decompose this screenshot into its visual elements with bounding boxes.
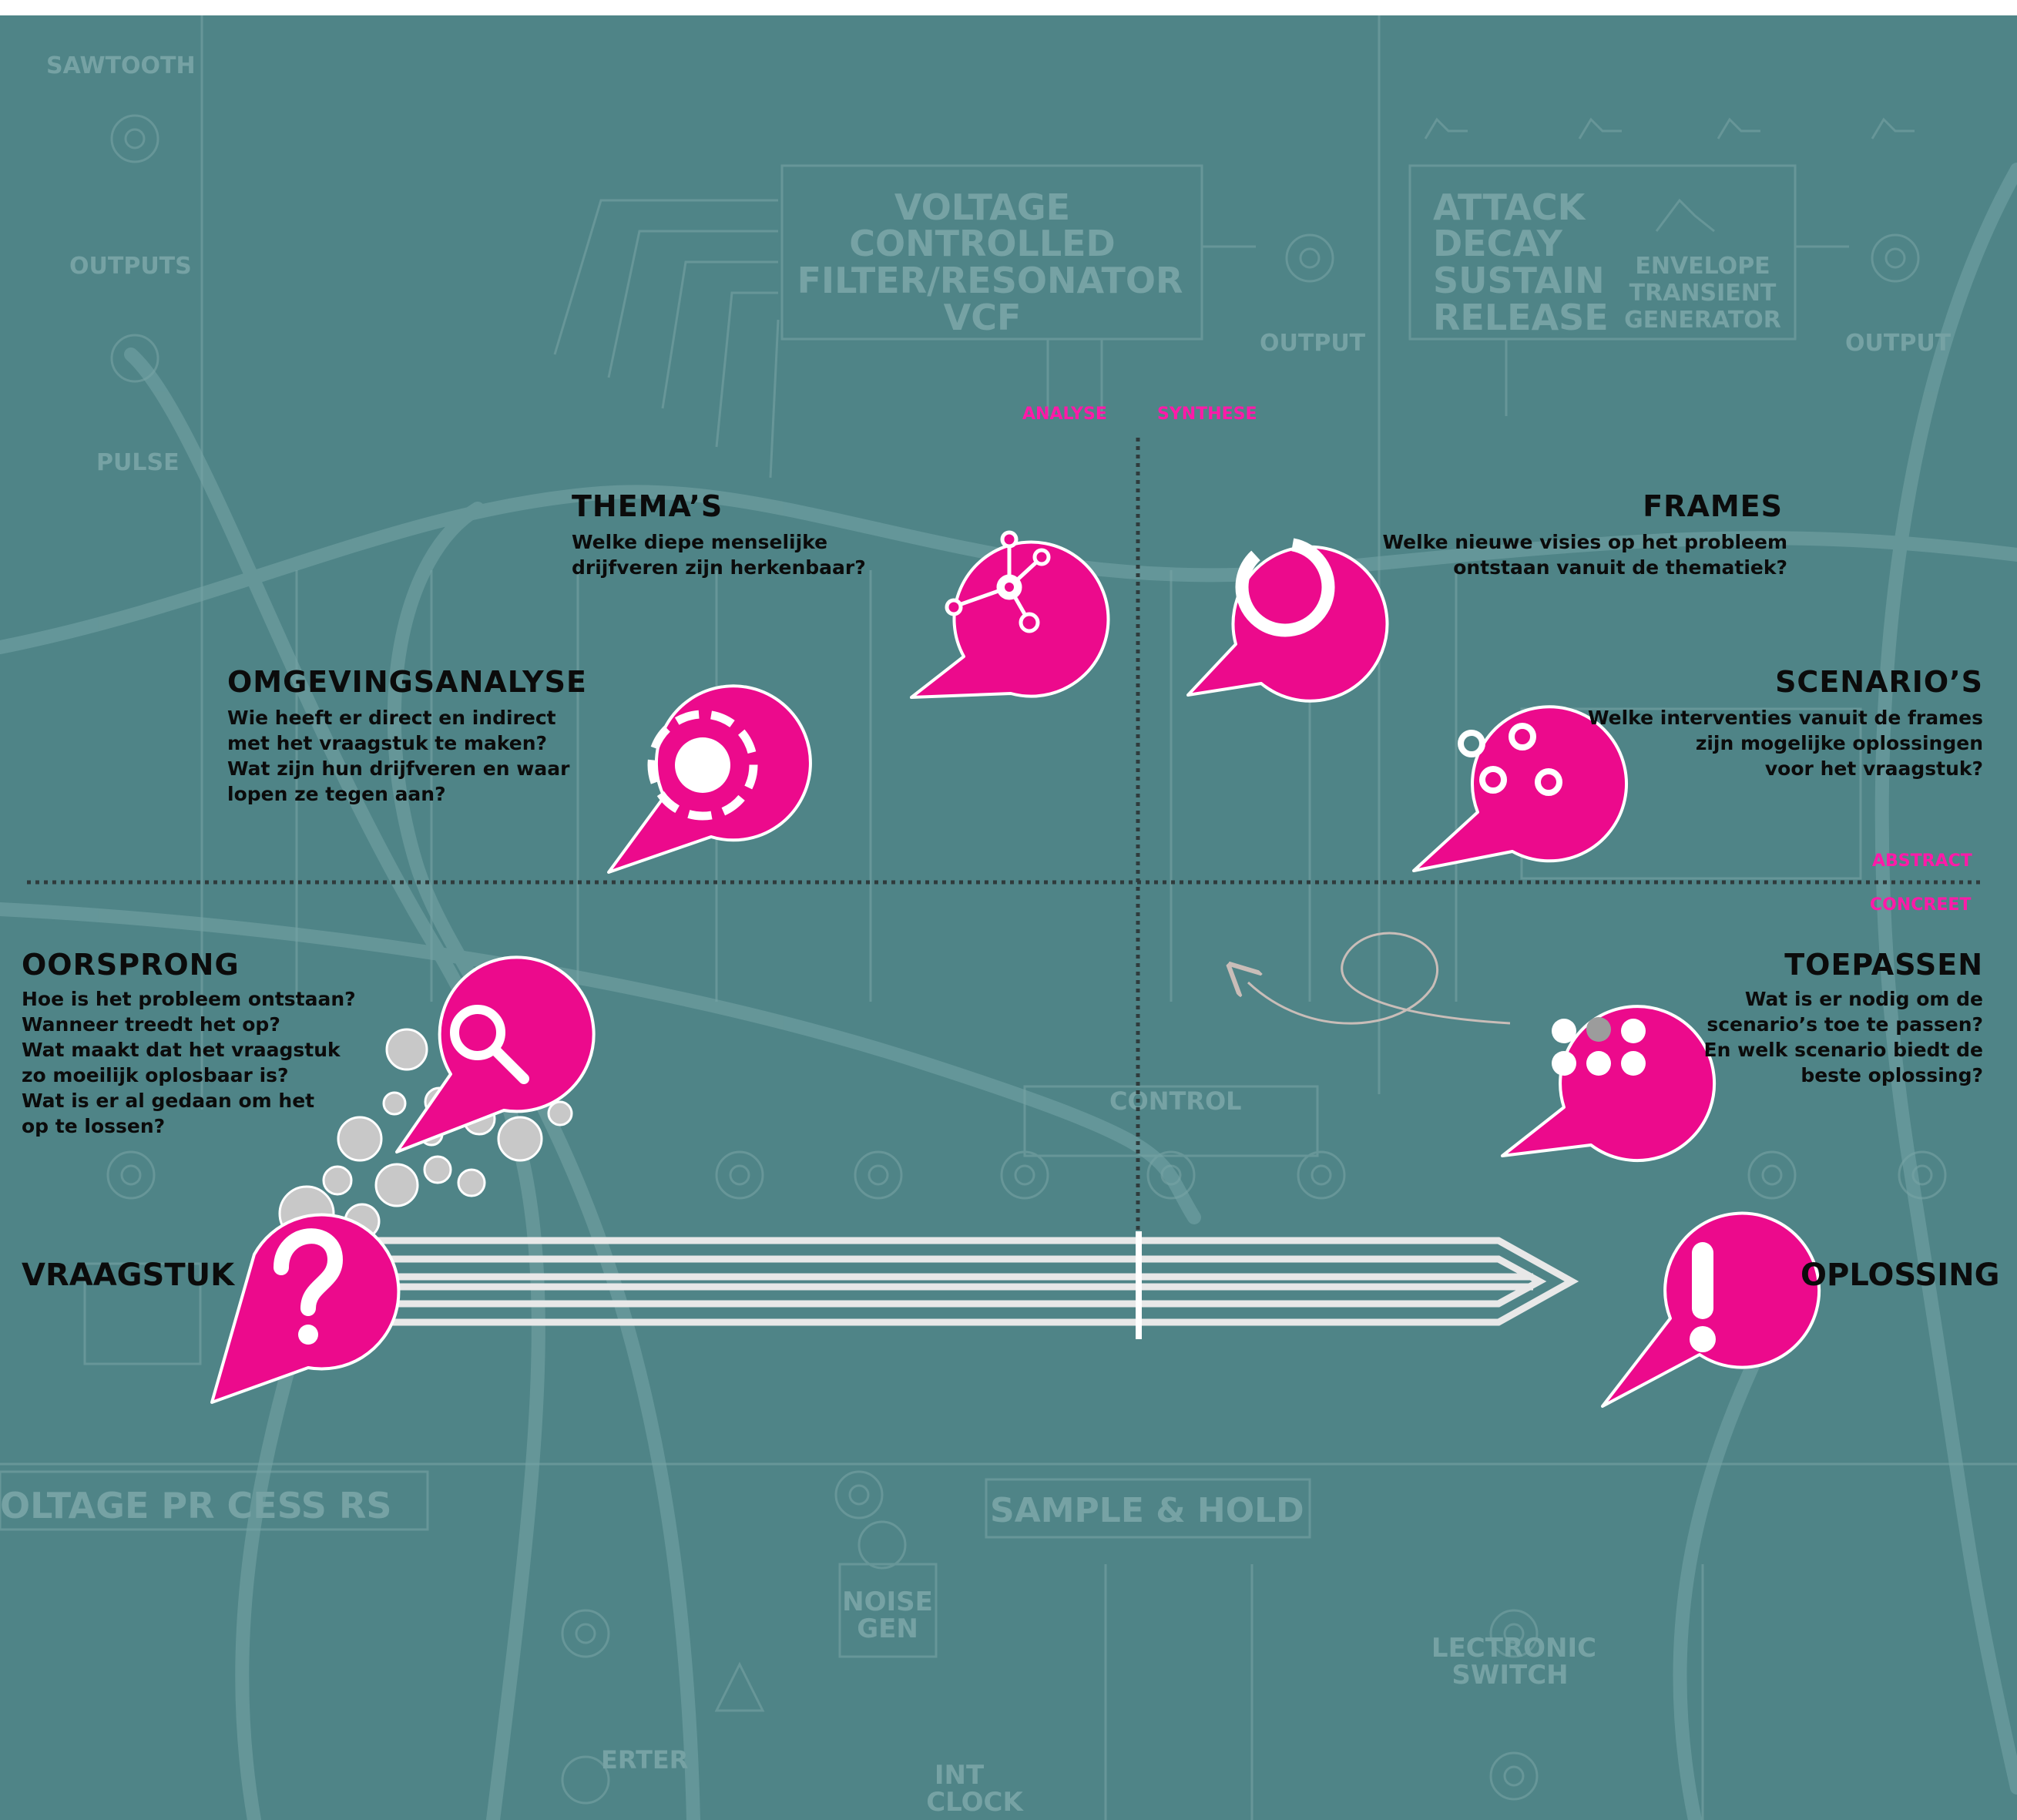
step-title-scenarios: SCENARIO’S bbox=[1775, 665, 1983, 699]
panel-label: PULSE bbox=[96, 449, 180, 476]
panel-label: FILTER/RESONATOR bbox=[797, 260, 1183, 301]
axis-label-abstract: ABSTRACT bbox=[1872, 851, 1972, 871]
step-title-omgevingsanalyse: OMGEVINGSANALYSE bbox=[227, 665, 587, 699]
step-text-frames: Welke nieuwe visies op het probleem onts… bbox=[1382, 531, 1787, 579]
dot-grid-icon bbox=[1552, 1017, 1646, 1076]
panel-label: VOLTAGE bbox=[894, 186, 1070, 228]
panel-label: TRANSIENT bbox=[1629, 280, 1777, 307]
step-text-oorsprong: Hoe is het probleem ontstaan? Wanneer tr… bbox=[22, 988, 356, 1137]
panel-label: CONTROLLED bbox=[849, 223, 1116, 264]
exclamation-icon bbox=[1690, 1242, 1716, 1352]
panel-label: SUSTAIN bbox=[1433, 260, 1605, 301]
panel-label: LECTRONIC bbox=[1431, 1633, 1596, 1664]
feedback-loop-arrow bbox=[1248, 932, 1511, 1025]
panel-label: CONTROL bbox=[1109, 1086, 1242, 1116]
panel-label: SWITCH bbox=[1452, 1660, 1568, 1691]
panel-label: GENERATOR bbox=[1624, 307, 1781, 334]
panel-label: OLTAGE PR CESS RS bbox=[0, 1485, 392, 1526]
panel-label: CLOCK bbox=[926, 1787, 1024, 1818]
question-icon bbox=[274, 1228, 344, 1345]
step-title-frames: FRAMES bbox=[1643, 489, 1783, 523]
process-diagram bbox=[27, 438, 1984, 1408]
panel-label: INT bbox=[935, 1760, 985, 1791]
magnifier-icon bbox=[450, 1005, 529, 1084]
panel-label: VCF bbox=[944, 297, 1022, 338]
step-text-themas: Welke diepe menselijke drijfveren zijn h… bbox=[572, 531, 866, 579]
panel-label: DECAY bbox=[1433, 223, 1563, 264]
synthesizer-panel-background: SAWTOOTH OUTPUTS PULSE OUTPUT OUTPUT CON… bbox=[0, 15, 2017, 1820]
panel-label: RELEASE bbox=[1433, 297, 1609, 338]
panel-label: OUTPUT bbox=[1845, 330, 1952, 357]
speech-bubble bbox=[910, 540, 1110, 699]
panel-label: ERTER bbox=[601, 1745, 688, 1775]
step-title-oplossing: OPLOSSING bbox=[1801, 1258, 2000, 1293]
panel-label: SAWTOOTH bbox=[46, 52, 196, 79]
step-text-toepassen: Wat is er nodig om de scenario’s toe te … bbox=[1703, 988, 1983, 1086]
panel-label: ATTACK bbox=[1433, 186, 1587, 228]
axis-label-analyse: ANALYSE bbox=[1022, 405, 1107, 424]
step-title-oorsprong: OORSPRONG bbox=[22, 948, 240, 982]
process-arrow bbox=[362, 1237, 1579, 1326]
panel-label: OUTPUTS bbox=[69, 253, 192, 280]
panel-label: NOISE bbox=[842, 1587, 933, 1617]
panel-label: OUTPUT bbox=[1260, 330, 1366, 357]
step-title-themas: THEMA’S bbox=[572, 489, 723, 523]
axis-label-synthese: SYNTHESE bbox=[1157, 405, 1257, 424]
step-text-omgevingsanalyse: Wie heeft er direct en indirect met het … bbox=[227, 707, 570, 805]
network-icon bbox=[945, 530, 1051, 633]
panel-label: GEN bbox=[857, 1613, 918, 1644]
four-rings-icon bbox=[1458, 723, 1562, 796]
step-title-vraagstuk: VRAAGSTUK bbox=[22, 1258, 235, 1293]
axis-label-concreet: CONCREET bbox=[1870, 895, 1972, 915]
step-text-scenarios: Welke interventies vanuit de frames zijn… bbox=[1587, 707, 1983, 780]
diagram-canvas: SAWTOOTH OUTPUTS PULSE OUTPUT OUTPUT CON… bbox=[0, 15, 2017, 1820]
speech-bubble bbox=[1501, 1005, 1717, 1163]
panel-label: SAMPLE & HOLD bbox=[990, 1491, 1304, 1530]
step-title-toepassen: TOEPASSEN bbox=[1784, 948, 1983, 982]
target-icon bbox=[647, 710, 758, 821]
panel-label: ENVELOPE bbox=[1635, 253, 1770, 280]
